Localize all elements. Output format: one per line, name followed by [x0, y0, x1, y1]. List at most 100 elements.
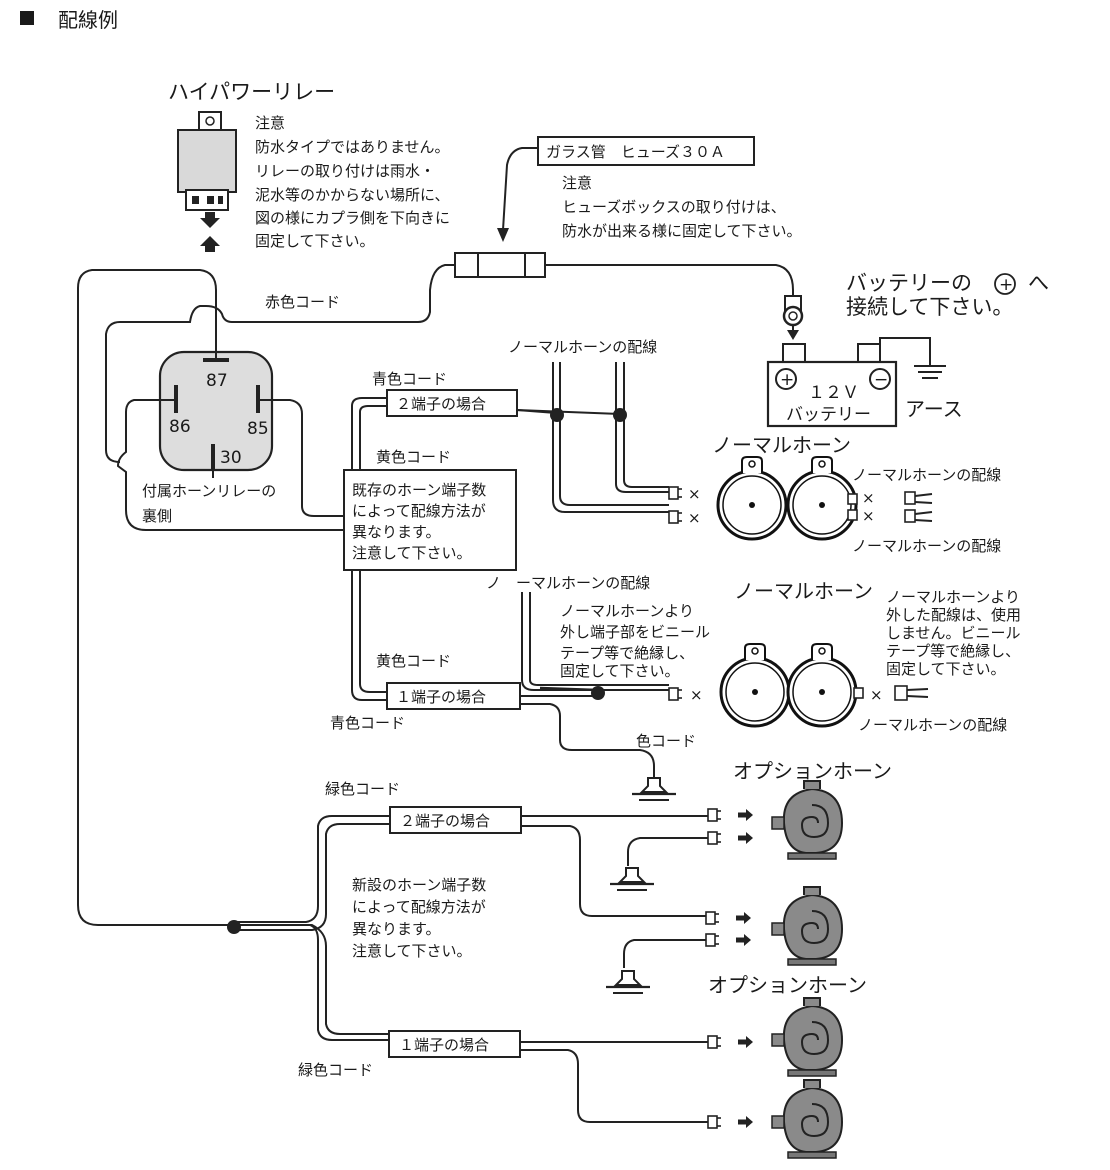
- relay-note-line: 泥水等のかからない場所に、: [255, 186, 450, 204]
- new-note-line: によって配線方法が: [352, 898, 486, 916]
- battery-ring-terminal-icon: [782, 295, 804, 340]
- ground-terminal-icon: [608, 866, 656, 892]
- new-note-line: 注意して下さい。: [352, 942, 472, 960]
- battery-connect-text: 接続して下さい。: [846, 295, 1013, 319]
- yellow-mid-label: 黄色コード: [376, 652, 451, 670]
- option-horn-icon: [771, 886, 843, 966]
- fuse-note-line: ヒューズボックスの取り付けは、: [562, 198, 786, 216]
- option-horn-label: オプションホーン: [733, 759, 892, 783]
- ground-terminal-icon: [630, 776, 678, 802]
- normal-horn-icon: [719, 642, 791, 728]
- battery-connect-text: へ: [1028, 271, 1049, 295]
- junction-dot: [591, 686, 605, 700]
- option-horn-icon: [771, 1079, 843, 1159]
- battery-voltage-label: １２Ｖ: [808, 383, 859, 403]
- arrow-right-icon: [738, 1116, 753, 1128]
- relay-85-wire: [258, 399, 344, 517]
- connector-icon: [707, 808, 722, 822]
- two-terminal-case-box: [386, 389, 518, 417]
- yellow-wire-top: [359, 405, 387, 470]
- unused-connector-icon: [847, 491, 933, 523]
- relay-note-line: 固定して下さい。: [255, 232, 375, 250]
- normal-wiring-mid2: [529, 592, 669, 686]
- relay-86-wire: [116, 399, 344, 531]
- high-power-relay-label: ハイパワーリレー: [168, 80, 335, 104]
- horn-ground-wire: [520, 703, 655, 778]
- unused-note-line: ノーマルホーンより: [886, 588, 1020, 606]
- connector-icon: [668, 486, 683, 500]
- blue-wire-mid: [351, 570, 387, 701]
- new-one-terminal-label: １端子の場合: [399, 1036, 489, 1054]
- normal-wiring-b2: [623, 362, 669, 488]
- earth-label: アース: [905, 397, 963, 421]
- page-title: 配線例: [58, 8, 118, 32]
- normal-horn-label-2: ノーマルホーン: [734, 579, 873, 603]
- arrow-right-icon: [736, 934, 751, 946]
- two-terminal-label: ２端子の場合: [396, 395, 486, 413]
- relay-caption: 裏側: [142, 507, 172, 525]
- new-one-terminal-case-box: [388, 1030, 521, 1058]
- unused-note-line: テープ等で絶縁し、: [886, 642, 1020, 660]
- fuse-to-battery-wire: [545, 264, 794, 302]
- option-horn-icon: [771, 780, 843, 860]
- green-wire-bottom: [234, 924, 389, 1041]
- connector-icon: [668, 687, 683, 701]
- ground-wire: [879, 337, 931, 366]
- not-connected-mark: ×: [688, 509, 701, 527]
- insulate-note-line: 外し端子部をビニール: [560, 623, 710, 641]
- battery-connect-text: バッテリーの: [846, 271, 972, 295]
- junction-dot: [550, 408, 564, 422]
- green-wire-top: [234, 815, 390, 923]
- normal-wiring-a2: [559, 362, 669, 506]
- connector-icon: [707, 1035, 722, 1049]
- connector-icon: [705, 933, 720, 947]
- relay-note-line: 防水タイプではありません。: [255, 138, 450, 156]
- one-terminal-case-box: [386, 682, 521, 710]
- normal-wiring-right-label: ノーマルホーンの配線: [858, 716, 1007, 734]
- relay-pin-87: 87: [206, 371, 228, 391]
- relay-pin-30: 30: [220, 448, 242, 468]
- option-ground-wire: [623, 939, 706, 968]
- arrow-right-icon: [738, 809, 753, 821]
- not-connected-mark: ×: [688, 485, 701, 503]
- glass-fuse-icon: [454, 252, 546, 278]
- wire: [516, 409, 621, 415]
- connector-icon: [707, 1115, 722, 1129]
- arrow-right-icon: [738, 1036, 753, 1048]
- insulate-note-line: ノーマルホーンより: [560, 602, 694, 620]
- fuse-pointer-line: [502, 147, 538, 231]
- junction-dot: [613, 408, 627, 422]
- unused-connector-icon: [853, 685, 929, 701]
- wire: [521, 825, 706, 917]
- earth-ground-icon: [914, 365, 946, 379]
- normal-wiring-a: [552, 362, 669, 513]
- ground-terminal-icon: [604, 969, 652, 995]
- insulate-note-line: 固定して下さい。: [560, 662, 680, 680]
- normal-wiring-right-label: ノーマルホーンの配線: [852, 466, 1001, 484]
- not-connected-mark: ×: [690, 686, 703, 704]
- new-note-line: 異なります。: [352, 920, 441, 938]
- battery-minus-sign: −: [874, 370, 888, 390]
- blue-mid-label: 青色コード: [330, 714, 405, 732]
- existing-note-line: 注意して下さい。: [352, 544, 472, 562]
- high-power-relay-icon: [177, 111, 237, 252]
- battery-icon: [766, 343, 898, 428]
- arrow-right-icon: [738, 832, 753, 844]
- normal-wiring-label: ノーマルホーンの配線: [508, 338, 657, 356]
- battery-plus-sign: +: [780, 370, 794, 390]
- new-note-line: 新設のホーン端子数: [352, 876, 486, 894]
- green-bottom-label: 緑色コード: [298, 1061, 373, 1079]
- unused-note-line: 外した配線は、使用: [886, 606, 1021, 624]
- yellow-wire-mid: [359, 570, 387, 693]
- battery-name-label: バッテリー: [786, 405, 871, 425]
- normal-wiring-right-label: ノーマルホーンの配線: [852, 537, 1001, 555]
- green-wire-bottom2: [234, 924, 389, 1035]
- blue-wire-top: [351, 397, 387, 470]
- not-connected-mark: ×: [870, 686, 883, 704]
- plus-circle-icon: [994, 273, 1016, 295]
- relay-note-line: 図の様にカプラ側を下向きに: [255, 209, 450, 227]
- unused-note-line: 固定して下さい。: [886, 660, 1006, 678]
- normal-wiring-b: [615, 362, 669, 493]
- option-ground-wire: [627, 837, 708, 866]
